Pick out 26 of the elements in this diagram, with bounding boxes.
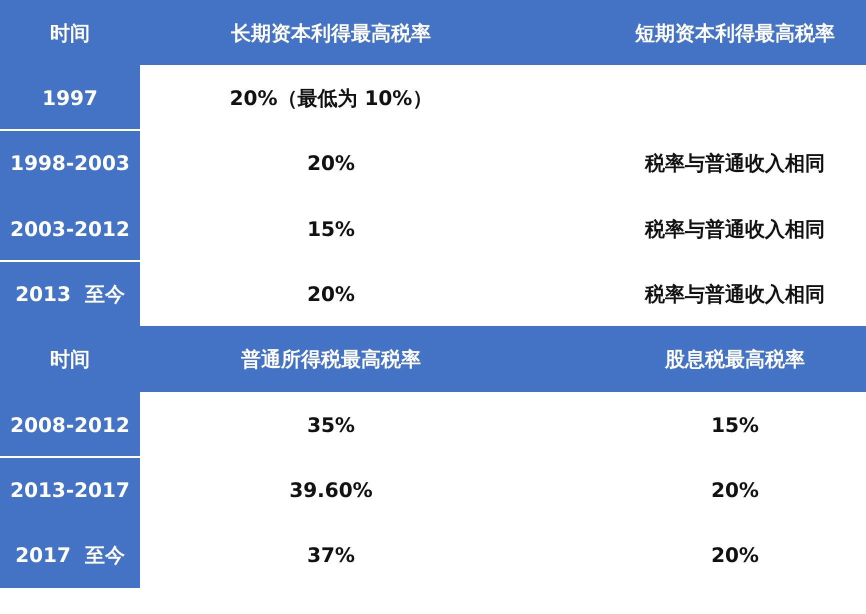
row-label: 1997 [42, 86, 98, 110]
column-header: 时间 [50, 346, 90, 372]
row-label: 2013-2017 [10, 478, 130, 502]
cell-value: 20%（最低为 10%） [230, 84, 432, 112]
row-label: 2008-2012 [10, 413, 130, 437]
cell-value: 税率与普通收入相同 [645, 150, 825, 176]
cell-value: 税率与普通收入相同 [645, 216, 825, 242]
cell-value: 15% [711, 413, 759, 437]
cell-value: 37% [307, 543, 355, 567]
row-label: 2017 至今 [15, 542, 125, 568]
row-label: 2003-2012 [10, 217, 130, 241]
cell-value: 35% [307, 413, 355, 437]
column-header: 短期资本利得最高税率 [635, 20, 835, 46]
cell-value: 20% [307, 282, 355, 306]
cell-value: 20% [711, 478, 759, 502]
column-header: 普通所得税最高税率 [241, 346, 421, 372]
cell-value: 税率与普通收入相同 [645, 280, 825, 308]
cell-value: 15% [307, 217, 355, 241]
cell-value: 20% [711, 543, 759, 567]
row-label: 1998-2003 [10, 151, 130, 175]
row-label: 2013 至今 [15, 280, 125, 308]
column-header: 时间 [50, 20, 90, 46]
cell-value: 39.60% [289, 478, 373, 502]
column-header: 股息税最高税率 [665, 346, 805, 372]
cell-value: 20% [307, 151, 355, 175]
column-header: 长期资本利得最高税率 [231, 20, 431, 46]
